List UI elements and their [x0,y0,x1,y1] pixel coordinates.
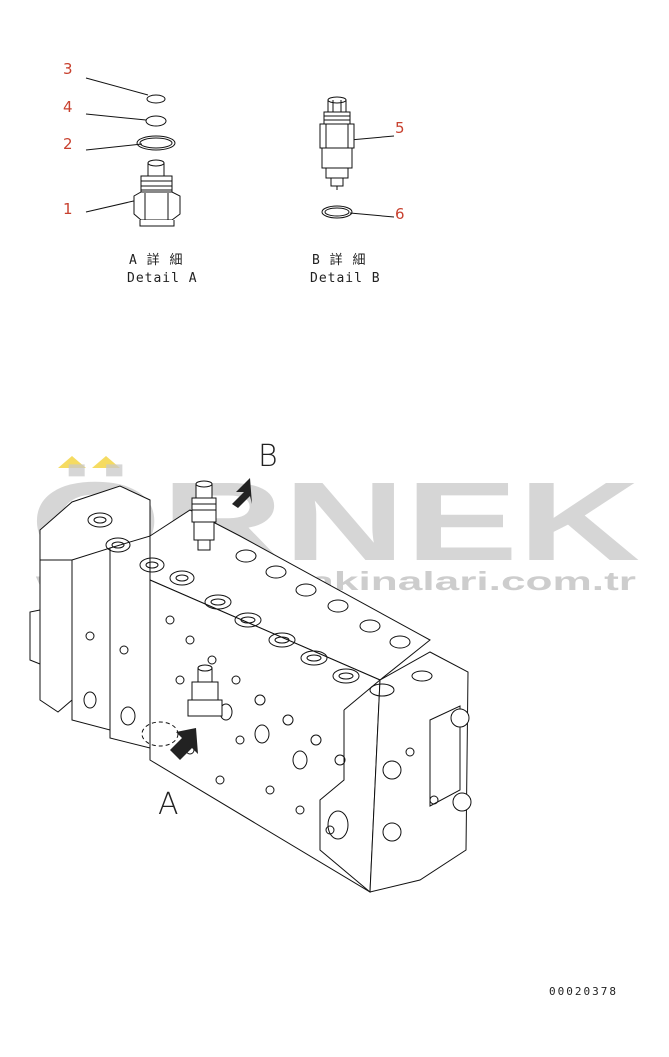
watermark-accent-left [58,456,86,468]
detail-b-title-jp: B 詳 細 [312,252,366,268]
drawing-number: 00020378 [549,985,618,998]
arrow-to-a [170,728,198,760]
watermark-accent-right [92,456,120,468]
top-ports [87,512,433,697]
valve-at-b [191,480,217,551]
detail-a-title-jp: A 詳 細 [129,252,183,268]
part-4-ring [145,115,167,127]
callout-4: 4 [63,98,73,116]
callout-3: 3 [63,60,73,78]
control-valve-assembly [29,478,472,893]
detail-b-parts: 5 6 B 詳 細 Detail B [310,96,405,286]
part-5-relief-valve [319,96,355,190]
part-3-shim [146,94,166,104]
callout-6: 6 [395,205,405,223]
arrow-to-b [232,478,252,508]
part-2-o-ring [136,135,176,151]
detail-b-title-en: Detail B [310,271,381,286]
view-label-a: A [158,787,179,822]
callout-1: 1 [63,200,73,218]
callout-2: 2 [63,135,73,153]
part-6-o-ring [321,205,353,219]
detail-a-title-en: Detail A [127,271,198,286]
plug-at-a [141,664,223,747]
callout-5: 5 [395,119,405,137]
part-1-plug [133,159,181,227]
detail-a-parts: 3 4 2 1 A 詳 細 Detail A [63,60,198,286]
view-label-b: B [258,439,278,474]
end-cap-bolts [382,708,472,842]
front-holes [83,615,439,840]
